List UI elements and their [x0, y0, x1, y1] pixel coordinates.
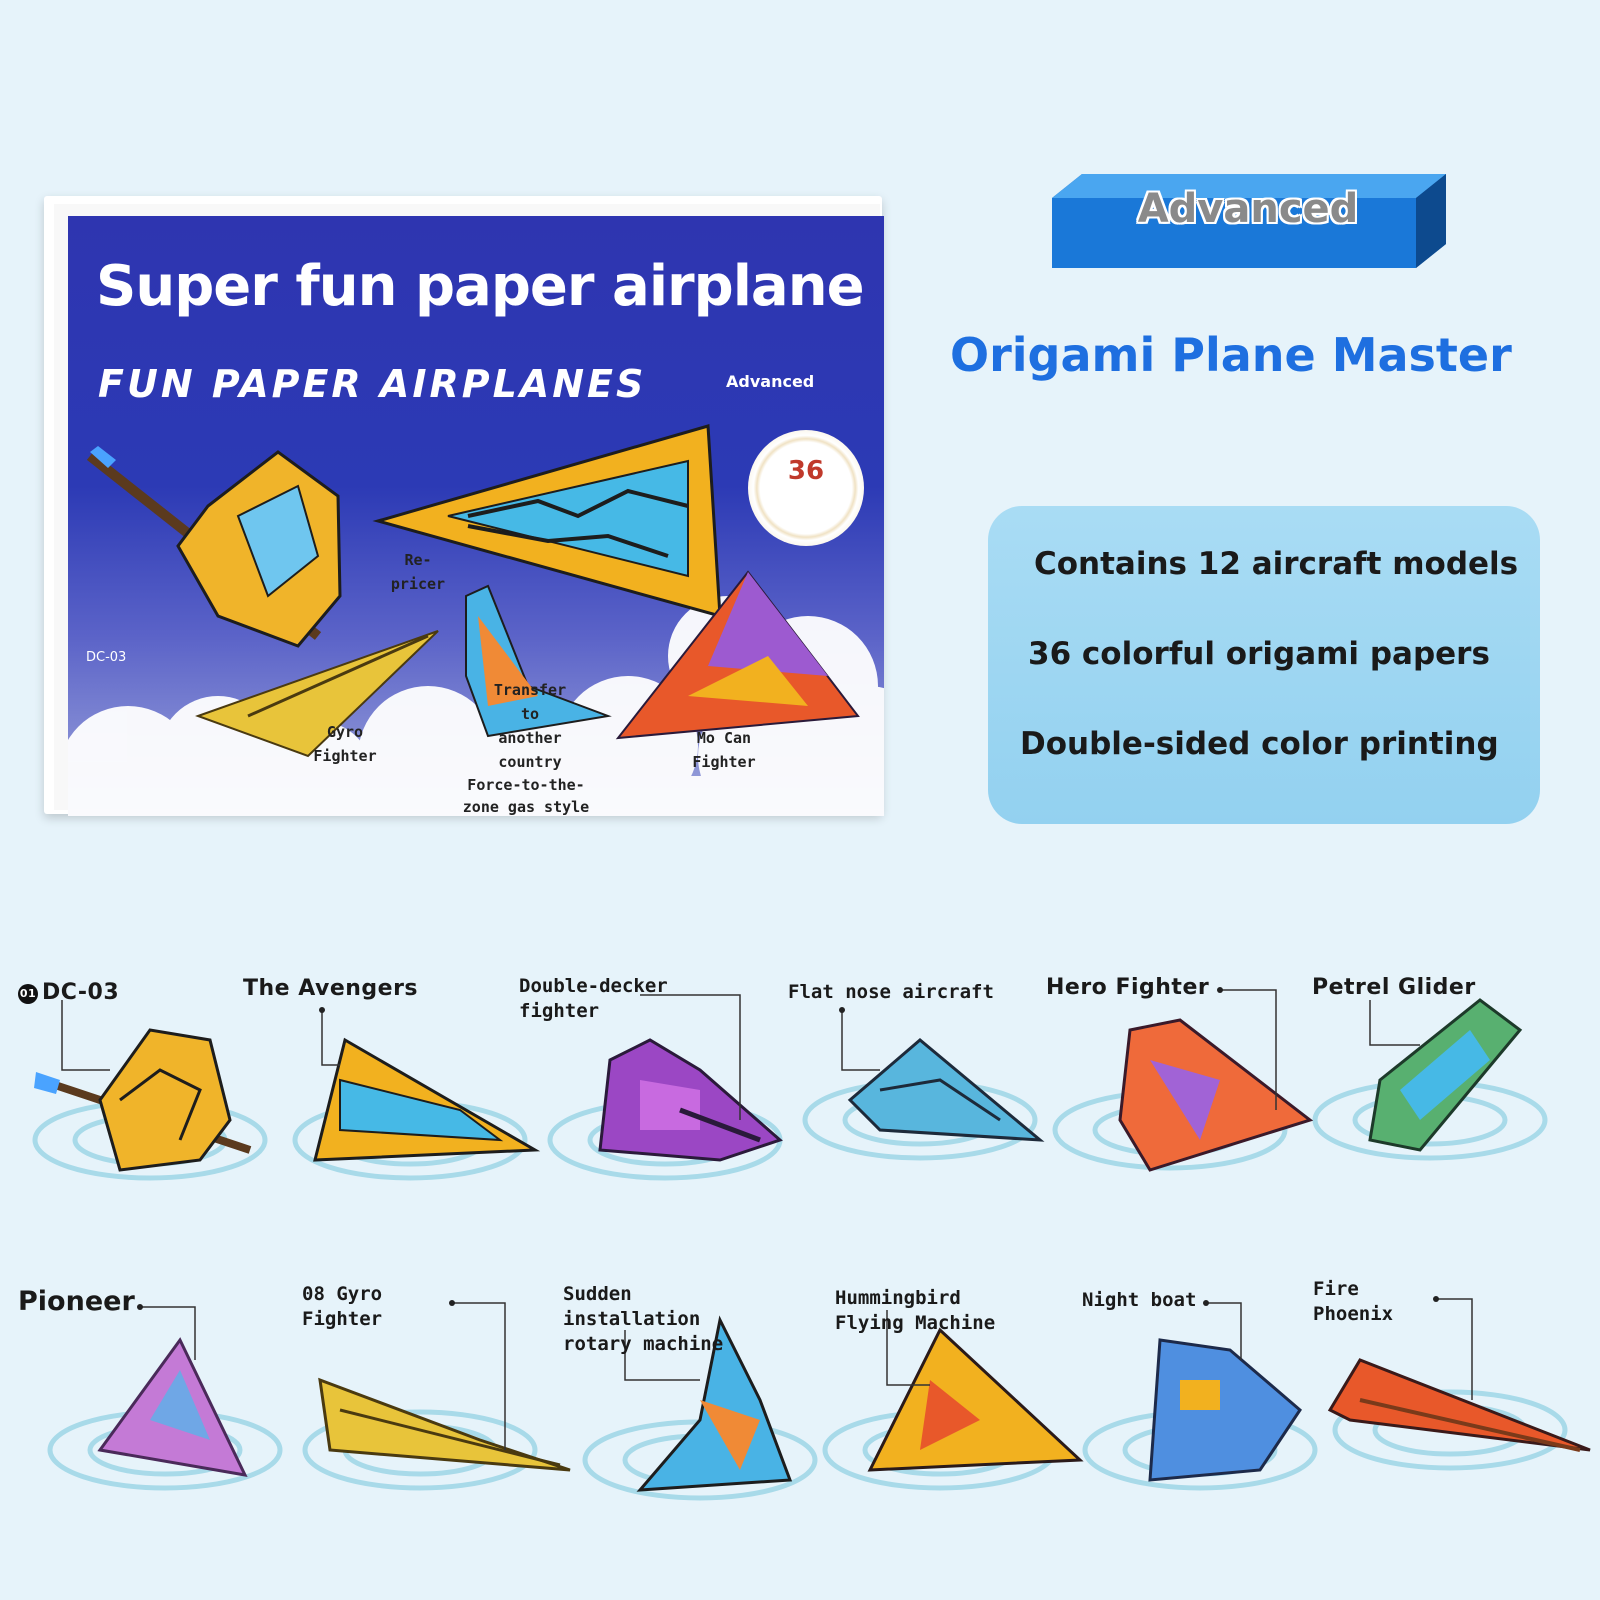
model-plane-fire-phoenix: [1327, 1358, 1591, 1452]
feature-printing: Double-sided color printing: [1020, 726, 1499, 762]
model-label-avengers: The Avengers: [243, 976, 419, 1001]
model-label-night-boat: Night boat: [1082, 1289, 1197, 1311]
advanced-banner: [1052, 174, 1446, 268]
model-label-hummingbird: Hummingbird Flying Machine: [835, 1287, 996, 1334]
model-plane-flat-nose: [847, 1038, 1045, 1142]
model-plane-dc03: [34, 1028, 252, 1172]
leader-dots: [137, 987, 1439, 1310]
cover-seal-badge: 36: [748, 430, 864, 546]
model-plane-hero-fighter: [1118, 1018, 1314, 1172]
cover-seal-count: 36: [787, 456, 825, 486]
page-title: Origami Plane Master: [950, 328, 1512, 382]
feature-models: Contains 12 aircraft models: [1034, 546, 1519, 582]
cover-label-force-zone: Force-to-the- zone gas style: [462, 776, 590, 816]
model-label-double-decker: Double-decker fighter: [519, 975, 668, 1022]
cover-plane-transfer: [465, 584, 612, 738]
model-number-badge: 01: [18, 984, 38, 1004]
model-label-rotary-machine: Sudden installation rotary machine: [563, 1283, 724, 1355]
model-plane-rotary-machine: [636, 1315, 793, 1492]
cover-plane-repricer: [372, 424, 722, 619]
cover-level-label: Advanced: [726, 372, 815, 391]
model-label-pioneer: Pioneer: [18, 1286, 135, 1317]
cover-plane-gyro: [195, 630, 439, 758]
leader-lines: [61, 989, 1473, 1450]
model-plane-petrel-glider: [1368, 998, 1523, 1152]
model-label-gyro-08: 08 Gyro Fighter: [302, 1283, 383, 1330]
cover-label-gyro-fighter: Gyro Fighter: [313, 723, 377, 765]
model-label-fire-phoenix: Fire Phoenix: [1313, 1278, 1394, 1325]
model-plane-hummingbird: [867, 1327, 1084, 1472]
model-plane-double-decker: [598, 1038, 783, 1162]
model-name-dc03: DC-03: [42, 980, 120, 1005]
book-cover: Super fun paper airplane FUN PAPER AIRPL…: [68, 216, 884, 816]
model-plane-night-boat: [1148, 1338, 1302, 1482]
model-label-hero-fighter: Hero Fighter: [1046, 975, 1210, 1000]
model-label-petrel-glider: Petrel Glider: [1312, 975, 1476, 1000]
row1-pads: [32, 1079, 1548, 1181]
features-panel: Contains 12 aircraft models 36 colorful …: [988, 506, 1540, 824]
cover-label-mo-can: Mo Can Fighter: [692, 729, 756, 771]
cover-label-dc03: DC-03: [86, 650, 127, 665]
feature-papers: 36 colorful origami papers: [1028, 636, 1490, 672]
cover-title: Super fun paper airplane: [96, 254, 865, 319]
advanced-banner-text: Advanced: [1137, 186, 1359, 232]
model-plane-avengers: [313, 1037, 541, 1162]
cover-plane-dc03: [86, 446, 342, 648]
cover-label-repricer: Re- pricer: [390, 551, 446, 593]
cover-subtitle: FUN PAPER AIRPLANES: [98, 362, 647, 406]
cover-label-transfer: Transfer to another country: [493, 681, 567, 771]
model-label-flat-nose: Flat nose aircraft: [788, 981, 994, 1003]
cover-plane-mocan: [615, 570, 860, 740]
model-plane-gyro-08: [318, 1377, 571, 1472]
cover-artwork: [68, 424, 884, 816]
model-plane-pioneer: [97, 1337, 248, 1477]
